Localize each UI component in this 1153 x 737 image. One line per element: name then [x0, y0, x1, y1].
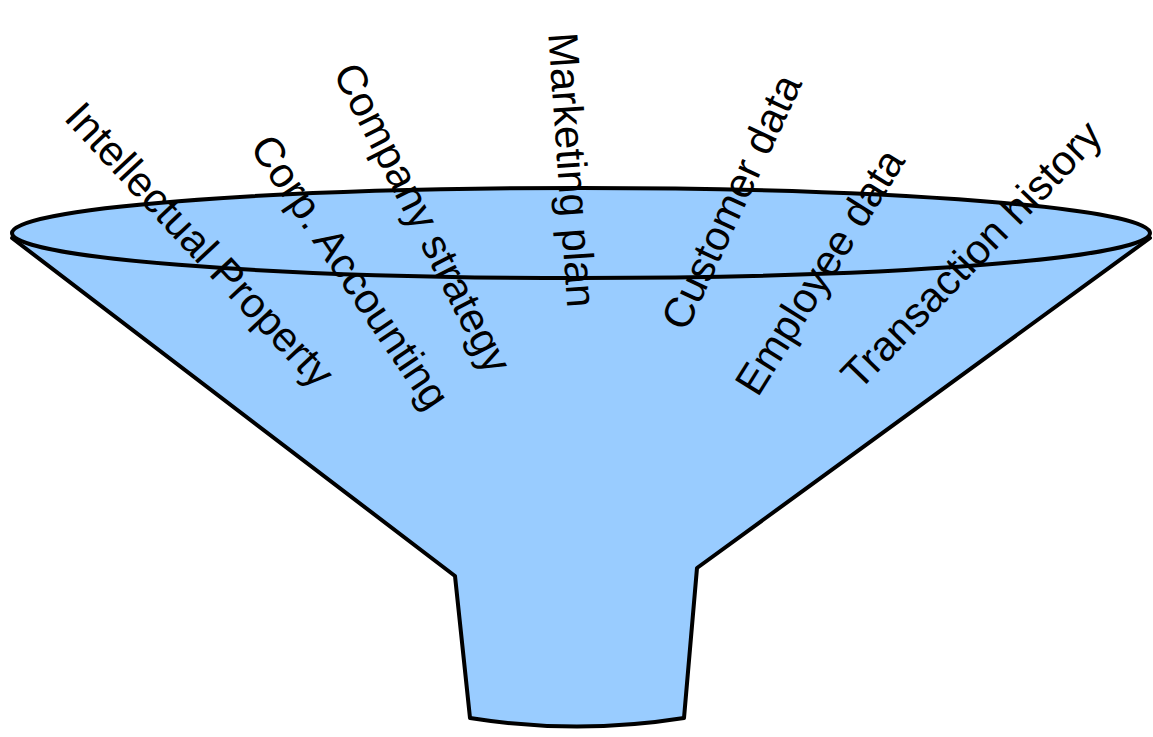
funnel-body — [12, 238, 1150, 727]
